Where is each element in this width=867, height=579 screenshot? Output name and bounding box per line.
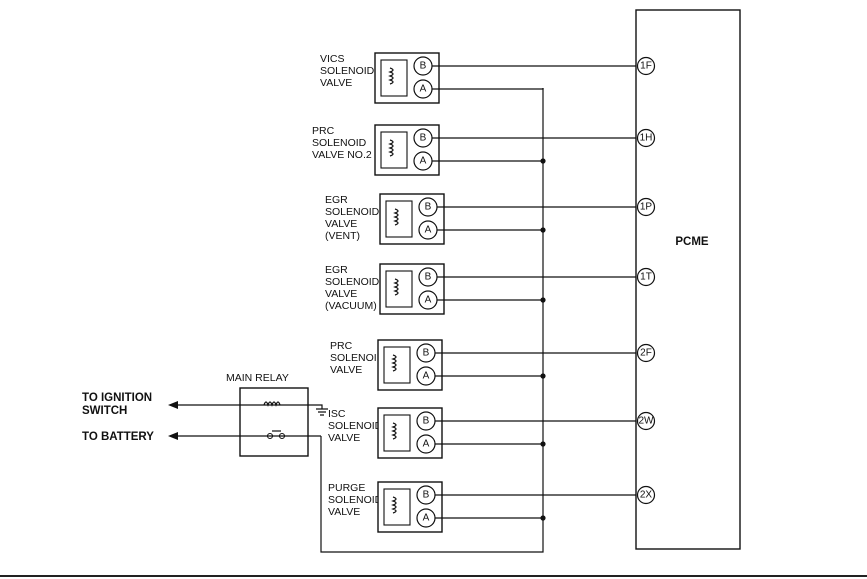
solenoid-label-line: VALVE <box>328 432 360 444</box>
coil-icon <box>393 208 399 226</box>
solenoid-inner-box <box>383 414 411 452</box>
pcm-terminal <box>636 128 656 148</box>
solenoid-label-line: PRC <box>330 340 353 352</box>
ignition-label: TO IGNITION <box>82 392 152 404</box>
solenoid-inner-box <box>380 131 408 169</box>
solenoid-label-line: SOLENOID <box>328 420 383 432</box>
pcm-terminal-label: 1H <box>640 133 653 144</box>
junction-dot <box>540 158 546 164</box>
pin-a-label: A <box>425 225 432 236</box>
coil-icon <box>393 278 399 296</box>
pcm-terminal <box>636 343 656 363</box>
solenoid-inner-box <box>380 59 408 97</box>
pcm-terminal-label: 1P <box>640 202 653 213</box>
pcm-terminal-label: 1F <box>640 61 652 72</box>
solenoid-label-line: (VENT) <box>325 230 360 242</box>
solenoid-label-line: EGR <box>325 264 348 276</box>
solenoid-label-line: VALVE <box>325 218 357 230</box>
ignition-label-2: SWITCH <box>82 405 127 417</box>
coil-icon <box>391 354 397 372</box>
solenoid-inner-box <box>385 200 413 238</box>
pin-a-label: A <box>420 84 427 95</box>
solenoid-label-line: SOLENOID <box>330 352 385 364</box>
solenoid-label-line: SOLENOID <box>325 276 380 288</box>
pcm-terminal <box>636 56 656 76</box>
junction-dot <box>540 297 546 303</box>
pcm-terminal-label: 2W <box>639 416 655 427</box>
pcm-terminal-label: 2F <box>640 348 652 359</box>
solenoid-inner-box <box>385 270 413 308</box>
ignition-wire <box>176 404 323 409</box>
solenoid-label-line: VALVE <box>325 288 357 300</box>
solenoid-label-line: SOLENOID <box>328 494 383 506</box>
battery-label: TO BATTERY <box>82 431 154 443</box>
solenoid-label-line: ISC <box>328 408 346 420</box>
pcm-terminal <box>636 485 656 505</box>
pin-a-label: A <box>420 156 427 167</box>
solenoid-label-line: (VACUUM) <box>325 300 377 312</box>
solenoid-label-line: SOLENOID <box>325 206 380 218</box>
pcm-terminal <box>636 197 656 217</box>
coil-icon <box>388 139 394 157</box>
solenoid-label-line: EGR <box>325 194 348 206</box>
junction-dot <box>540 515 546 521</box>
solenoid-label-line: VALVE NO.2 <box>312 149 372 161</box>
pin-a-label: A <box>423 513 430 524</box>
solenoid-label-line: VICS <box>320 53 345 65</box>
pin-a-label: A <box>423 371 430 382</box>
pin-b-label: B <box>425 202 432 213</box>
coil-icon <box>388 67 394 85</box>
pin-b-label: B <box>420 133 427 144</box>
pcm-terminal <box>636 411 656 431</box>
pin-b-label: B <box>423 416 430 427</box>
coil-icon <box>391 422 397 440</box>
solenoid-inner-box <box>383 346 411 384</box>
solenoid-label-line: SOLENOID <box>312 137 367 149</box>
pcm-terminal-label: 1T <box>640 272 652 283</box>
pcm-terminal <box>636 267 656 287</box>
solenoid-label-line: PRC <box>312 125 335 137</box>
pcm-terminal-label: 2X <box>640 490 653 501</box>
main-relay-title: MAIN RELAY <box>226 372 289 384</box>
pin-b-label: B <box>425 272 432 283</box>
solenoid-label-line: VALVE <box>328 506 360 518</box>
solenoid-inner-box <box>383 488 411 526</box>
junction-dot <box>540 441 546 447</box>
solenoid-label-line: PURGE <box>328 482 365 494</box>
solenoid-label-line: VALVE <box>320 77 352 89</box>
pin-a-label: A <box>423 439 430 450</box>
coil-icon <box>391 496 397 514</box>
battery-arrow-icon <box>168 432 178 440</box>
junction-dot <box>540 227 546 233</box>
pin-b-label: B <box>423 490 430 501</box>
solenoid-label-line: VALVE <box>330 364 362 376</box>
ground-icon <box>316 408 328 416</box>
supply-wire <box>432 88 544 90</box>
junction-dot <box>540 373 546 379</box>
solenoid-label-line: SOLENOID <box>320 65 375 77</box>
supply-bus <box>320 88 544 553</box>
pcm-label: PCME <box>675 236 709 248</box>
pin-a-label: A <box>425 295 432 306</box>
ignition-arrow-icon <box>168 401 178 409</box>
pin-b-label: B <box>423 348 430 359</box>
main-relay-box <box>239 387 309 457</box>
pin-b-label: B <box>420 61 427 72</box>
